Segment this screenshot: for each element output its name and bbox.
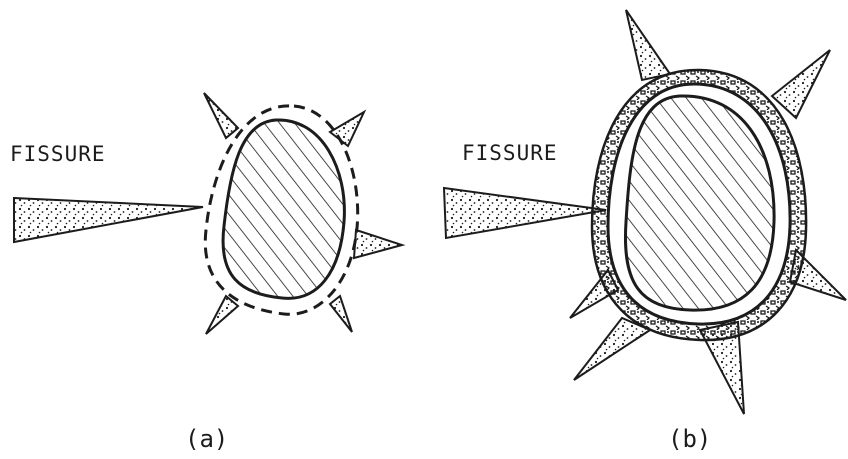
spike-a-upper-right [330, 112, 364, 146]
spike-a-upper-left [204, 93, 238, 138]
fissure-label-a: FISSURE [10, 142, 106, 166]
spike-b-bottom-left [574, 318, 650, 380]
caption-b: (b) [668, 425, 711, 453]
panel-b [444, 10, 846, 414]
spike-b-top [626, 10, 670, 80]
fissure-label-b: FISSURE [462, 141, 558, 165]
spike-a-lower-left [206, 296, 238, 334]
fissure-wedge-b [444, 188, 606, 238]
spike-a-lower-right [330, 296, 352, 332]
spike-a-right [354, 230, 402, 258]
grain-a [223, 120, 344, 298]
spike-b-upper-right [772, 50, 830, 118]
caption-a: (a) [185, 425, 228, 453]
panel-a [14, 93, 402, 334]
fissure-wedge-a [14, 198, 203, 242]
